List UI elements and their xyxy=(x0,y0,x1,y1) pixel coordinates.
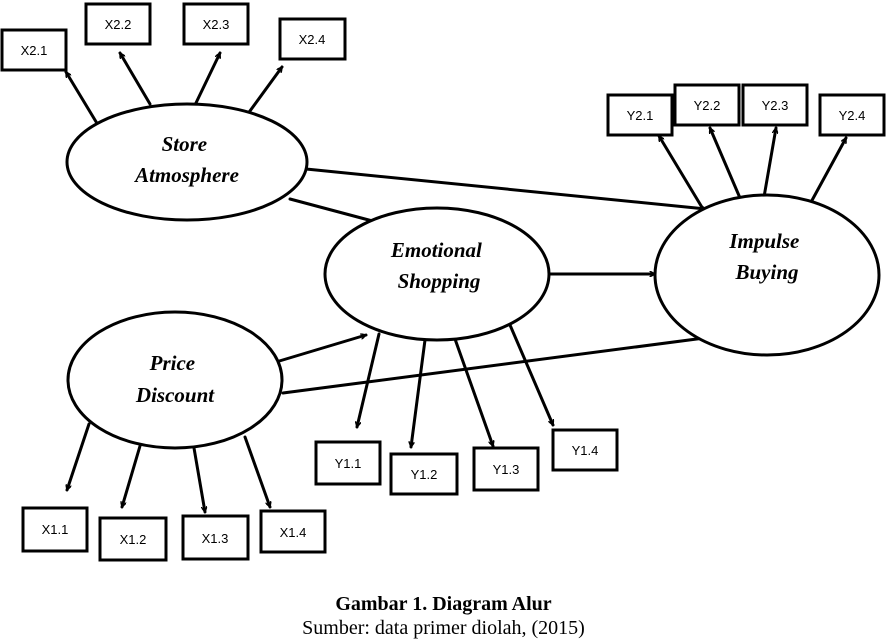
node-store-atmosphere: Store Atmosphere xyxy=(65,102,309,222)
arrow-price-to-x1-3 xyxy=(192,446,205,514)
indicator-box-y1-3: Y1.3 xyxy=(472,446,540,492)
indicator-box-x2-3: X2.3 xyxy=(182,2,250,46)
arrow-store-to-x2-1 xyxy=(64,70,100,127)
indicator-box-x2-4: X2.4 xyxy=(278,17,347,61)
indicator-label: Y1.1 xyxy=(335,456,362,471)
impulse-buying-label: Impulse Buying xyxy=(728,229,804,284)
indicator-label: Y2.3 xyxy=(762,98,789,113)
arrow-store-to-impulse xyxy=(304,167,708,209)
indicator-box-x2-1: X2.1 xyxy=(0,28,68,72)
indicator-box-y1-1: Y1.1 xyxy=(314,440,382,486)
arrow-store-to-x2-3 xyxy=(193,51,222,107)
indicator-label: Y2.2 xyxy=(694,98,721,113)
indicator-label: X1.4 xyxy=(280,525,307,540)
arrow-impulse-to-y2-1 xyxy=(657,134,705,211)
arrow-emotional-to-y1-1 xyxy=(357,332,381,429)
arrow-price-to-impulse xyxy=(281,337,714,395)
caption-source: Sumber: data primer diolah, (2015) xyxy=(302,617,585,639)
arrow-price-to-x1-2 xyxy=(122,444,142,509)
indicator-box-x1-3: X1.3 xyxy=(181,514,250,561)
arrow-price-to-emotional xyxy=(274,335,368,364)
indicator-label: X1.1 xyxy=(42,522,69,537)
indicator-label: X2.4 xyxy=(299,32,326,47)
emotional-shopping-label: Emotional Shopping xyxy=(390,238,487,293)
indicator-box-x1-4: X1.4 xyxy=(259,509,327,554)
indicator-box-y2-3: Y2.3 xyxy=(741,83,809,127)
arrow-price-to-x1-4 xyxy=(243,435,270,509)
node-impulse-buying: Impulse Buying xyxy=(653,193,881,357)
node-emotional-shopping: Emotional Shopping xyxy=(323,206,551,342)
indicator-box-y2-4: Y2.4 xyxy=(818,93,886,137)
indicator-label: Y2.1 xyxy=(627,108,654,123)
indicator-label: X2.3 xyxy=(203,17,230,32)
indicator-box-x1-2: X1.2 xyxy=(98,516,168,562)
arrow-impulse-to-y2-3 xyxy=(762,126,776,199)
node-price-discount: Price Discount xyxy=(66,310,284,450)
figure-caption: Gambar 1. Diagram Alur Sumber: data prim… xyxy=(0,592,887,640)
indicator-label: X1.3 xyxy=(202,531,229,546)
arrow-impulse-to-y2-2 xyxy=(708,126,742,200)
indicator-label: X1.2 xyxy=(120,532,147,547)
indicator-label: Y1.3 xyxy=(493,462,520,477)
arrow-store-to-x2-2 xyxy=(118,51,152,106)
arrow-price-to-x1-1 xyxy=(67,422,91,492)
arrow-emotional-to-y1-2 xyxy=(411,338,427,449)
arrow-impulse-to-y2-4 xyxy=(808,136,848,206)
arrow-store-to-emotional xyxy=(288,197,382,223)
indicator-box-y1-4: Y1.4 xyxy=(551,428,619,472)
arrow-emotional-to-y1-3 xyxy=(453,337,493,448)
arrow-emotional-to-y1-4 xyxy=(508,323,555,427)
indicator-label: X2.1 xyxy=(21,43,48,58)
arrows xyxy=(64,51,848,514)
path-diagram: Store Atmosphere Price Discount Emotiona… xyxy=(0,2,886,562)
price-discount-label: Price Discount xyxy=(135,351,215,407)
indicator-label: Y1.2 xyxy=(411,467,438,482)
indicator-label: Y1.4 xyxy=(572,443,599,458)
indicator-box-y2-1: Y2.1 xyxy=(606,93,674,137)
store-atmosphere-label: Store Atmosphere xyxy=(133,132,239,187)
arrow-store-to-x2-4 xyxy=(245,65,284,117)
caption-title: Gambar 1. Diagram Alur xyxy=(335,593,552,615)
indicator-box-x2-2: X2.2 xyxy=(84,2,152,46)
indicator-label: X2.2 xyxy=(105,17,132,32)
indicator-box-x1-1: X1.1 xyxy=(21,506,89,553)
indicator-box-y2-2: Y2.2 xyxy=(673,83,741,127)
indicator-box-y1-2: Y1.2 xyxy=(389,452,459,496)
indicator-label: Y2.4 xyxy=(839,108,866,123)
